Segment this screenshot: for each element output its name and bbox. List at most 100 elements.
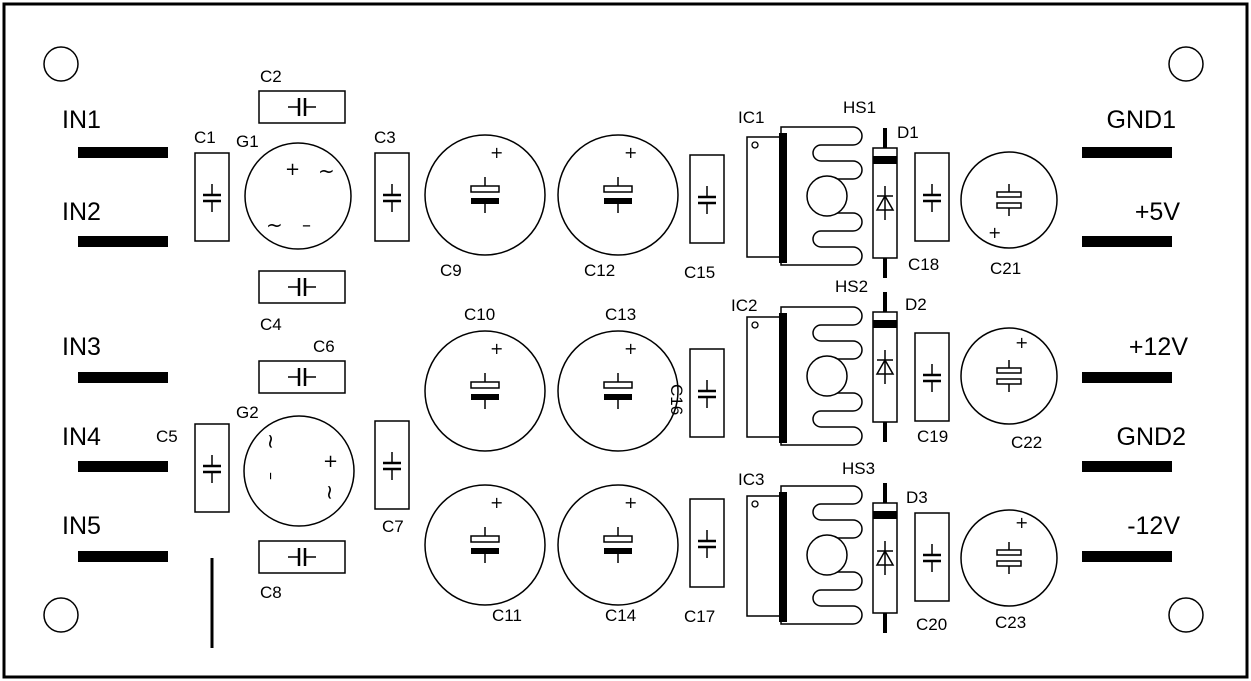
svg-text:IN1: IN1 bbox=[62, 106, 101, 134]
input-connector-in2: IN2 bbox=[62, 198, 168, 247]
svg-text:–: – bbox=[262, 472, 281, 480]
svg-text:IN3: IN3 bbox=[62, 333, 101, 361]
svg-text:~: ~ bbox=[259, 433, 283, 450]
capacitor-c6: C6 bbox=[257, 337, 347, 395]
svg-text:HS1: HS1 bbox=[843, 98, 876, 117]
svg-text:+: + bbox=[624, 143, 637, 162]
electrolytic-capacitor-icon bbox=[424, 330, 546, 452]
svg-text:~: ~ bbox=[318, 159, 335, 183]
electrolytic-capacitor-icon bbox=[960, 327, 1058, 425]
film-capacitor-icon bbox=[193, 422, 231, 514]
diode-d1: D1 bbox=[871, 123, 919, 280]
input-connector-in3: IN3 bbox=[62, 333, 168, 383]
regulator-ic3: IC3 HS3 bbox=[738, 459, 875, 625]
svg-text:–: – bbox=[302, 215, 311, 236]
svg-text:C20: C20 bbox=[916, 615, 947, 634]
capacitor-c15: C15 bbox=[684, 153, 726, 282]
svg-text:C17: C17 bbox=[684, 607, 715, 626]
svg-text:C11: C11 bbox=[492, 606, 522, 625]
svg-text:+: + bbox=[988, 223, 1001, 242]
svg-text:C9: C9 bbox=[440, 261, 462, 280]
svg-text:C7: C7 bbox=[382, 517, 404, 536]
svg-text:+5V: +5V bbox=[1135, 198, 1181, 226]
film-capacitor-icon bbox=[257, 269, 347, 305]
svg-text:D2: D2 bbox=[905, 295, 927, 314]
capacitor-c9: + C9 bbox=[424, 134, 546, 280]
svg-text:C2: C2 bbox=[260, 67, 282, 86]
electrolytic-capacitor-icon bbox=[424, 134, 546, 256]
bridge-rectifier-icon bbox=[244, 142, 352, 250]
svg-text:IN2: IN2 bbox=[62, 198, 101, 226]
svg-text:~: ~ bbox=[318, 484, 342, 501]
svg-text:C21: C21 bbox=[990, 259, 1021, 278]
svg-text:+: + bbox=[1015, 513, 1028, 532]
svg-text:+: + bbox=[624, 493, 637, 512]
capacitor-c10: + C10 bbox=[424, 305, 546, 452]
bridge-rectifier-icon bbox=[243, 415, 355, 527]
diode-d3: D3 bbox=[871, 481, 928, 635]
film-capacitor-icon bbox=[257, 89, 347, 125]
electrolytic-capacitor-icon bbox=[557, 484, 679, 606]
electrolytic-capacitor-icon bbox=[557, 330, 679, 452]
electrolytic-capacitor-icon bbox=[424, 484, 546, 606]
capacitor-c3: C3 bbox=[373, 128, 411, 243]
svg-text:G2: G2 bbox=[236, 403, 259, 422]
electrolytic-capacitor-icon bbox=[557, 134, 679, 256]
capacitor-c4: C4 bbox=[257, 269, 347, 334]
regulator-ic1: IC1 HS1 bbox=[738, 98, 876, 266]
capacitor-c20: C20 bbox=[913, 511, 951, 634]
svg-text:~: ~ bbox=[266, 213, 283, 237]
svg-text:C23: C23 bbox=[995, 613, 1026, 632]
mounting-hole-icon bbox=[43, 597, 79, 633]
svg-text:+: + bbox=[1015, 333, 1028, 352]
mounting-hole-icon bbox=[1168, 597, 1204, 633]
capacitor-c22: + C22 bbox=[960, 327, 1058, 452]
svg-text:+: + bbox=[285, 159, 300, 180]
input-connector-in5: IN5 bbox=[62, 512, 168, 562]
capacitor-c5: C5 bbox=[156, 422, 231, 514]
svg-text:+: + bbox=[490, 339, 503, 358]
svg-text:IN4: IN4 bbox=[62, 423, 101, 451]
svg-text:C19: C19 bbox=[917, 427, 948, 446]
film-capacitor-icon bbox=[257, 539, 347, 575]
svg-text:+: + bbox=[624, 339, 637, 358]
svg-text:C16: C16 bbox=[667, 384, 686, 415]
film-capacitor-icon bbox=[913, 331, 951, 423]
svg-text:D3: D3 bbox=[906, 488, 928, 507]
output-connector-12v: +12V bbox=[1082, 333, 1188, 383]
svg-text:HS2: HS2 bbox=[835, 277, 868, 296]
capacitor-c18: C18 bbox=[908, 151, 951, 274]
film-capacitor-icon bbox=[373, 419, 411, 511]
capacitor-c19: C19 bbox=[913, 331, 951, 446]
film-capacitor-icon bbox=[688, 153, 726, 245]
electrolytic-capacitor-icon bbox=[960, 509, 1058, 607]
electrolytic-capacitor-icon bbox=[960, 151, 1058, 249]
output-connector-minus-12v: -12V bbox=[1082, 512, 1180, 562]
capacitor-c12: + C12 bbox=[557, 134, 679, 280]
diode-icon bbox=[871, 481, 899, 635]
svg-text:C8: C8 bbox=[260, 583, 282, 602]
svg-text:C14: C14 bbox=[605, 606, 636, 625]
output-connector-5v: +5V bbox=[1082, 198, 1180, 247]
svg-text:G1: G1 bbox=[236, 132, 259, 151]
film-capacitor-icon bbox=[193, 151, 231, 243]
capacitor-c23: + C23 bbox=[960, 509, 1058, 632]
diode-icon bbox=[871, 290, 899, 444]
svg-text:GND1: GND1 bbox=[1107, 106, 1176, 134]
svg-text:IN5: IN5 bbox=[62, 512, 101, 540]
capacitor-c11: + C11 bbox=[424, 484, 546, 625]
capacitor-c17: C17 bbox=[684, 497, 726, 626]
svg-text:+: + bbox=[490, 143, 503, 162]
svg-text:IC2: IC2 bbox=[731, 296, 757, 315]
capacitor-c2: C2 bbox=[257, 67, 347, 125]
svg-text:IC3: IC3 bbox=[738, 470, 764, 489]
diode-icon bbox=[871, 126, 899, 280]
bridge-rectifier-g1: G1 + ~ ~ – bbox=[236, 132, 352, 250]
svg-text:C10: C10 bbox=[464, 305, 495, 324]
svg-text:HS3: HS3 bbox=[842, 459, 875, 478]
capacitor-c13: + C13 bbox=[557, 305, 679, 452]
capacitor-c7: C7 bbox=[373, 419, 411, 536]
diode-d2: D2 bbox=[871, 290, 927, 444]
capacitor-c1: C1 bbox=[193, 128, 231, 243]
svg-text:C5: C5 bbox=[156, 427, 178, 446]
